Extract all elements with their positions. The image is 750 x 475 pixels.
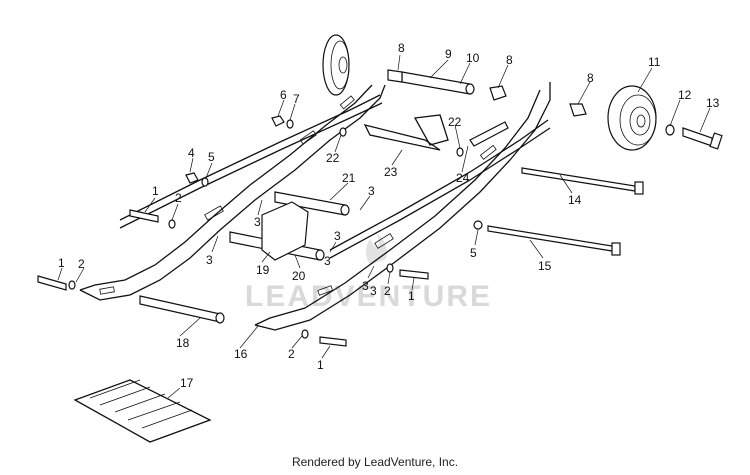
washer-2-bottom-right: [301, 329, 309, 339]
callout-13: 13: [706, 96, 720, 110]
callout-19: 19: [256, 263, 270, 277]
callout-10: 10: [466, 51, 480, 65]
bolt-1-left-b: [37, 275, 67, 291]
callout-1-d: 1: [58, 256, 65, 270]
callout-5-b: 5: [470, 246, 477, 260]
callout-3-d: 3: [334, 229, 341, 243]
callout-labels: 8 9 10 8 8 11 12 13 6 7 22 23 22 24 4 5 …: [58, 41, 720, 390]
callout-11: 11: [648, 55, 661, 69]
callout-2-c: 2: [288, 347, 295, 361]
washer-2-bottom: [68, 280, 76, 290]
washer-5-right: [473, 220, 483, 230]
axle-shaft: [387, 69, 475, 95]
right-rail: [254, 82, 551, 331]
callout-17: 17: [180, 376, 194, 390]
bolt-1-right-b: [319, 336, 347, 347]
washer-22-b: [456, 147, 464, 157]
hyfax-slide-17: [73, 379, 212, 443]
callout-3-a: 3: [368, 184, 375, 198]
washer-22-a: [339, 127, 347, 137]
callout-21: 21: [342, 171, 356, 185]
block-8-b: [569, 103, 587, 117]
bracket-23: [363, 114, 449, 151]
callout-18: 18: [176, 336, 190, 350]
washer-7: [286, 119, 294, 129]
callout-2-a: 2: [175, 191, 182, 205]
callout-2-b: 2: [384, 284, 391, 298]
callout-3-c: 3: [206, 253, 213, 267]
bolt-1-right-a: [399, 269, 429, 280]
left-rail: [79, 84, 386, 301]
bolt-15: [487, 225, 621, 256]
washer-12: [665, 124, 675, 136]
block-8-a: [489, 85, 507, 101]
bolt-24: [469, 121, 509, 147]
callout-8-c: 8: [587, 71, 594, 85]
watermark: LEADVENTURE: [245, 233, 492, 313]
callout-5-a: 5: [208, 150, 215, 164]
nut-4: [185, 172, 199, 184]
bolt-1-left-a: [129, 209, 159, 223]
callout-8-b: 8: [506, 53, 513, 67]
callout-22-b: 22: [448, 115, 462, 129]
cross-tube-21: [274, 191, 350, 216]
callout-1-a: 1: [152, 184, 159, 198]
watermark-text: LEADVENTURE: [245, 280, 492, 313]
callout-7: 7: [293, 92, 300, 106]
washer-2-left: [168, 219, 176, 229]
callout-3-f: 3: [362, 279, 369, 293]
callout-3-e: 3: [324, 254, 331, 268]
callout-4: 4: [188, 146, 195, 160]
idler-wheel-left: [322, 34, 350, 96]
callout-15: 15: [538, 259, 552, 273]
plate-19: [261, 201, 309, 261]
callout-1-c: 1: [317, 358, 324, 372]
bolt-13: [682, 127, 723, 150]
footer-credit: Rendered by LeadVenture, Inc.: [291, 455, 459, 469]
idler-wheel-11: [607, 85, 657, 151]
callout-6: 6: [280, 88, 287, 102]
callout-3-g: 3: [370, 284, 377, 298]
callout-24: 24: [456, 171, 470, 185]
callout-20: 20: [292, 269, 306, 283]
callout-2-d: 2: [78, 257, 85, 271]
callout-3-b: 3: [254, 215, 261, 229]
callout-12: 12: [678, 88, 692, 102]
washer-2-right: [386, 263, 394, 273]
leader-lines: [57, 54, 711, 399]
washer-5-left: [201, 177, 209, 187]
bolt-14: [521, 167, 644, 195]
callout-14: 14: [568, 193, 582, 207]
callout-8-a: 8: [398, 41, 405, 55]
nut-6: [271, 115, 285, 127]
callout-16: 16: [234, 347, 248, 361]
callout-9: 9: [445, 47, 452, 61]
tube-18: [139, 295, 225, 324]
callout-22-a: 22: [326, 151, 340, 165]
callout-1-b: 1: [408, 289, 415, 303]
callout-23: 23: [384, 165, 398, 179]
